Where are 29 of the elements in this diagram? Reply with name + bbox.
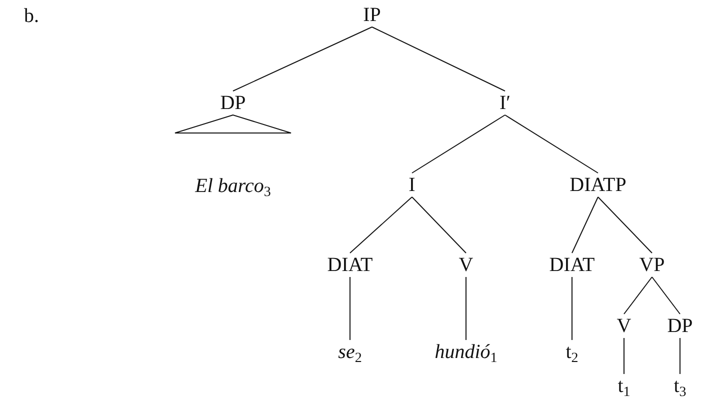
tree-branch bbox=[232, 26, 372, 92]
tree-branch bbox=[572, 196, 598, 254]
tree-node-label: DP bbox=[220, 93, 246, 113]
tree-node-label: VP bbox=[639, 255, 665, 275]
example-label: b. bbox=[24, 6, 39, 26]
tree-node-label: se$_{2}$ bbox=[338, 342, 362, 362]
tree-branch bbox=[412, 114, 506, 174]
tree-node-label: hundió$_{1}$ bbox=[434, 342, 498, 362]
tree-node-label: DIAT bbox=[327, 255, 373, 275]
tree-node-label: t$_{1}$ bbox=[618, 376, 630, 396]
triangle-branch bbox=[174, 114, 292, 134]
tree-branch bbox=[624, 276, 652, 314]
tree-node-label: I bbox=[408, 175, 416, 195]
tree-branch bbox=[412, 196, 466, 254]
tree-node-label: V bbox=[458, 255, 474, 275]
tree-node-label: IP bbox=[363, 5, 381, 25]
tree-branch bbox=[504, 114, 598, 174]
tree-node-label: DIATP bbox=[570, 175, 626, 195]
tree-node-label: t$_{2}$ bbox=[566, 342, 578, 362]
tree-node-label: El barco$_{3}$ bbox=[195, 176, 271, 196]
tree-node-label: DP bbox=[667, 316, 693, 336]
tree-node-label: DIAT bbox=[549, 255, 595, 275]
tree-branch bbox=[598, 196, 652, 254]
tree-branch bbox=[652, 276, 680, 314]
tree-branch bbox=[372, 26, 506, 92]
tree-node-label: t$_{3}$ bbox=[674, 376, 686, 396]
tree-node-label: V bbox=[616, 316, 632, 336]
tree-branch bbox=[350, 196, 412, 254]
tree-node-label: I′ bbox=[499, 93, 511, 113]
